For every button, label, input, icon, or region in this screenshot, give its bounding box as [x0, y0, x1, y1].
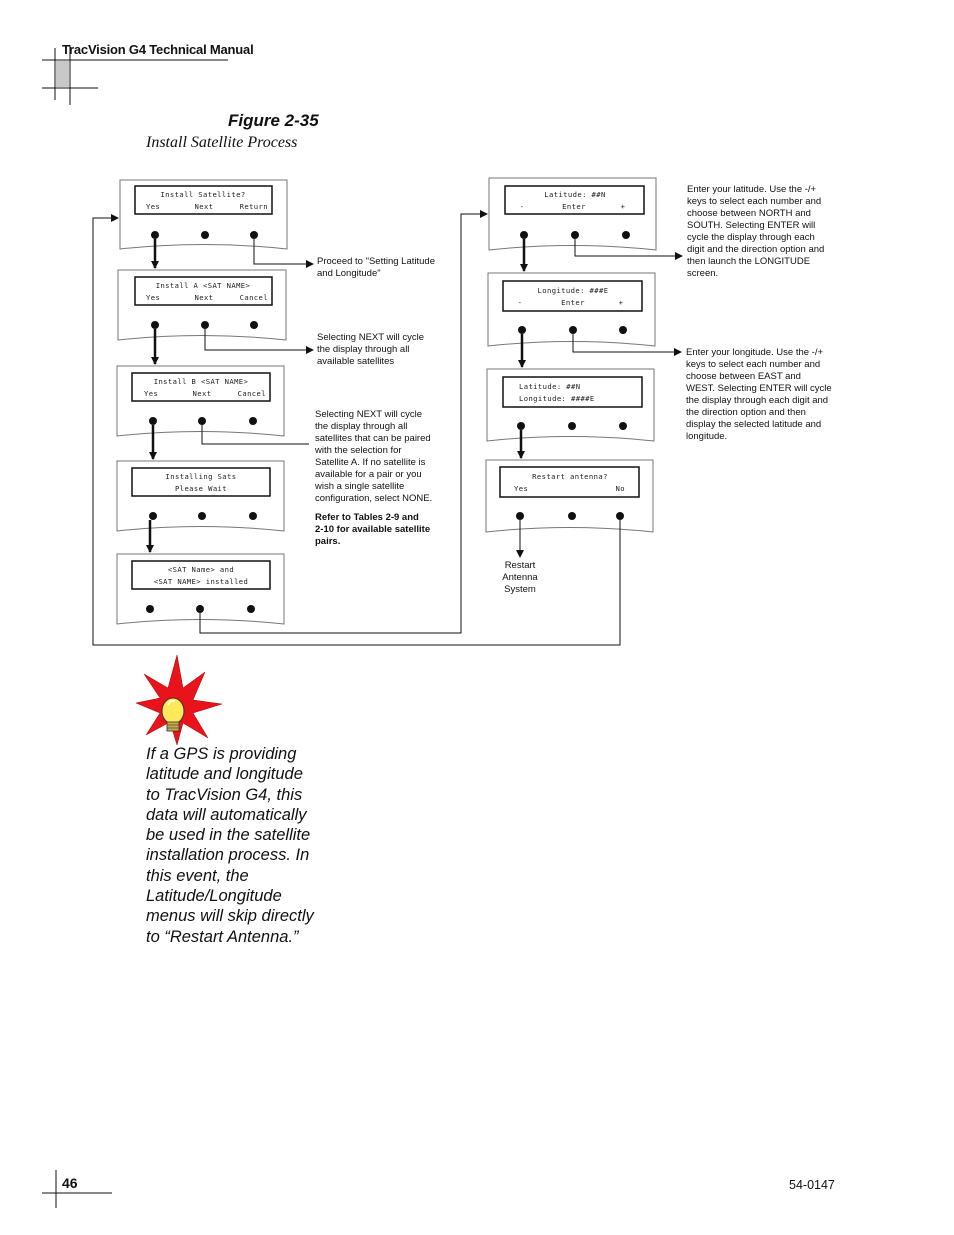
lcd-text: <SAT Name> and — [168, 565, 234, 574]
lcd-text: - — [518, 298, 523, 307]
lcd-text: <SAT NAME> installed — [154, 577, 249, 586]
panel-latlon: Latitude: ##N Longitude: ####E — [487, 369, 654, 441]
lcd-text: Please Wait — [175, 484, 227, 493]
panel-install-b: Install B <SAT NAME> Yes Next Cancel — [117, 366, 284, 436]
lcd-text: Install A <SAT NAME> — [156, 281, 251, 290]
note-latitude: Enter your latitude. Use the -/+keys to … — [687, 184, 847, 280]
lcd-text: Longitude: ###E — [538, 286, 609, 295]
lcd-text: Next — [195, 202, 214, 211]
lcd-text: + — [621, 202, 626, 211]
lcd-text: + — [619, 298, 624, 307]
lcd-text: Next — [195, 293, 214, 302]
lcd-text: Latitude: ##N — [519, 382, 580, 391]
lcd-text: Restart antenna? — [532, 472, 608, 481]
panel-installing: Installing Sats Please Wait — [117, 461, 284, 531]
gps-tip-text: If a GPS is providing latitude and longi… — [146, 744, 316, 947]
panel-install-satellite: Install Satellite? Yes Next Return — [120, 180, 287, 249]
panel-longitude: Longitude: ###E - Enter + — [488, 273, 655, 346]
panel-latitude: Latitude: ##N - Enter + — [489, 178, 656, 250]
lcd-text: Latitude: ##N — [544, 190, 605, 199]
lcd-text: Enter — [561, 298, 585, 307]
lightbulb-icon — [136, 655, 222, 745]
lcd-text: Yes — [144, 389, 158, 398]
lcd-text: Longitude: ####E — [519, 394, 595, 403]
note-longitude: Enter your longitude. Use the -/+keys to… — [686, 347, 846, 443]
lcd-text: Install B <SAT NAME> — [154, 377, 249, 386]
page-number: 46 — [62, 1175, 78, 1191]
document-number: 54-0147 — [789, 1178, 835, 1192]
lcd-text: Cancel — [238, 389, 266, 398]
lcd-text: Return — [240, 202, 268, 211]
lcd-text: - — [520, 202, 525, 211]
lcd-text: Install Satellite? — [160, 190, 245, 199]
lcd-text: Cancel — [240, 293, 268, 302]
lcd-text: Enter — [562, 202, 586, 211]
panel-restart: Restart antenna? Yes No — [486, 460, 653, 532]
lcd-text: No — [616, 484, 625, 493]
lcd-text: Next — [193, 389, 212, 398]
lcd-text: Yes — [146, 293, 160, 302]
panel-install-a: Install A <SAT NAME> Yes Next Cancel — [118, 270, 286, 340]
lcd-text: Installing Sats — [166, 472, 237, 481]
lcd-text: Yes — [146, 202, 160, 211]
lcd-text: Yes — [514, 484, 528, 493]
